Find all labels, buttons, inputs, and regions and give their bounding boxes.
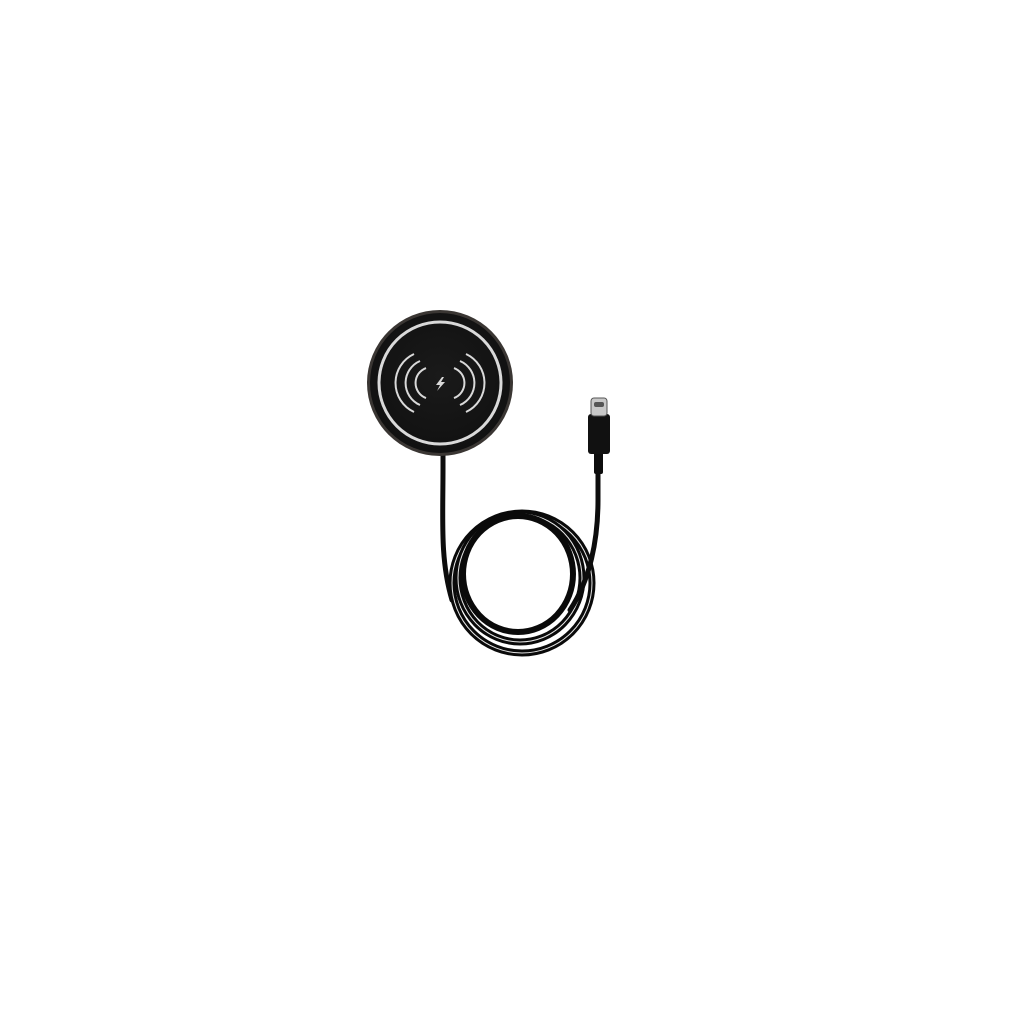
wave-left-inner: [404, 360, 421, 406]
wave-left-outer: [394, 353, 415, 413]
pad-accent-ring: [377, 320, 503, 446]
wireless-wave-icon: [394, 353, 427, 413]
cable-segment-pad: [440, 452, 455, 603]
connector-strain-relief: [594, 452, 603, 474]
connector-housing: [588, 414, 610, 454]
coiled-cable: [448, 509, 596, 657]
cable-segment-connector: [567, 469, 601, 613]
wave-right-inner: [459, 360, 476, 406]
connector-port-slot: [594, 402, 604, 407]
usb-c-connector-icon: [588, 397, 610, 474]
wave-right-core: [453, 367, 466, 399]
wave-right-outer: [465, 353, 486, 413]
cable-loop-inner: [460, 513, 576, 635]
charging-bolt-icon: [436, 377, 445, 391]
wave-left-core: [414, 367, 427, 399]
wireless-wave-icon: [453, 353, 486, 413]
charging-pad: [367, 310, 513, 456]
